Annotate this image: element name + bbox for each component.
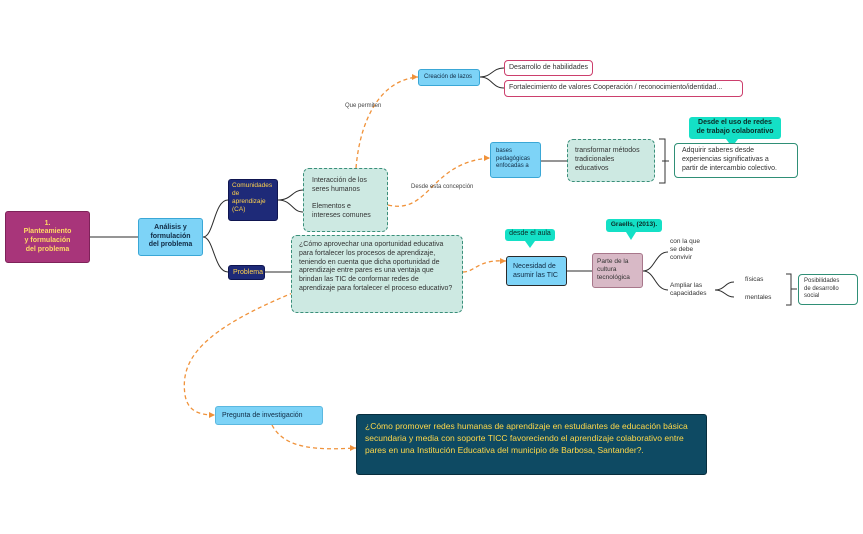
root-topic[interactable]: 1. Planteamiento y formulación del probl… <box>5 211 90 263</box>
acquire-node[interactable]: Adquirir saberes desde experiencias sign… <box>674 143 798 178</box>
need-node[interactable]: Necesidad de asumir las TIC <box>506 256 567 286</box>
analysis-node[interactable]: Análisis y formulación del problema <box>138 218 203 256</box>
research-node[interactable]: Pregunta de investigación <box>215 406 323 425</box>
culture-node[interactable]: Parte de la cultura tecnológica <box>592 253 643 288</box>
communities-node[interactable]: Comunidades de aprendizaje (CA) <box>228 179 278 221</box>
classroom-callout[interactable]: desde el aula <box>505 229 555 241</box>
interaction-node[interactable]: Interacción de los seres humanos Element… <box>303 168 388 232</box>
coexist-text: con la que se debe convivir <box>670 238 700 262</box>
final-question-node[interactable]: ¿Cómo promover redes humanas de aprendiz… <box>356 414 707 475</box>
skills-node[interactable]: Desarrollo de habilidades <box>504 60 593 76</box>
network-callout[interactable]: Desde el uso de redes de trabajo colabor… <box>689 117 781 139</box>
edge-label-allow: Que permiten <box>345 103 382 109</box>
problem-node[interactable]: Problema <box>228 265 265 280</box>
values-node[interactable]: Fortalecimiento de valores Cooperación /… <box>504 80 743 97</box>
graells-callout[interactable]: Graells, (2013). <box>606 219 662 232</box>
edge-label-conception: Desde esta concepción <box>411 184 474 190</box>
bonds-node[interactable]: Creación de lazos <box>418 69 480 86</box>
physical-text: físicas <box>745 276 764 283</box>
transform-node[interactable]: transformar métodos tradicionales educat… <box>567 139 655 182</box>
capacities-text: Ampliar las capacidades <box>670 282 707 298</box>
social-node[interactable]: Posibilidades de desarrollo social <box>798 274 858 305</box>
question-node[interactable]: ¿Cómo aprovechar una oportunidad educati… <box>291 235 463 313</box>
mental-text: mentales <box>745 294 772 301</box>
pedagogical-node[interactable]: bases pedagógicas enfocadas a <box>490 142 541 178</box>
